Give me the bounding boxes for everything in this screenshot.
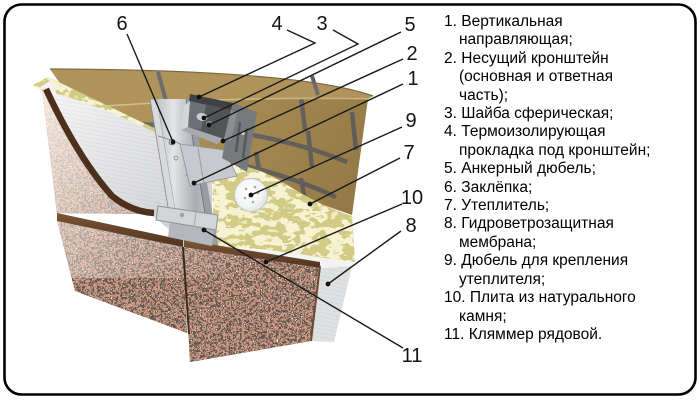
legend-text-10: Плита из натурального камня; bbox=[459, 289, 636, 325]
klyammer-clamp bbox=[155, 205, 219, 246]
callout-11: 11 bbox=[402, 345, 423, 367]
legend-text-9: Дюбель для крепления утеплителя; bbox=[459, 252, 629, 288]
callout-1: 1 bbox=[407, 68, 418, 90]
legend-num-11: 11. bbox=[444, 325, 465, 343]
legend-item-6: 6. Заклёпка; bbox=[444, 179, 696, 197]
callout-7: 7 bbox=[403, 142, 414, 164]
frame-border bbox=[3, 3, 697, 396]
legend-num-8: 8. bbox=[444, 215, 457, 233]
leader-lines bbox=[126, 29, 404, 349]
bracket-right-wall bbox=[224, 110, 237, 141]
legend-text-1: Вертикальная направляющая; bbox=[459, 13, 573, 49]
legend-text-7: Утеплитель; bbox=[461, 197, 550, 215]
legend-text-5: Анкерный дюбель; bbox=[461, 160, 596, 178]
legend-item-3: 3. Шайба сферическая; bbox=[444, 105, 696, 123]
legend-num-10: 10. bbox=[444, 289, 466, 307]
legend-text-8: Гидроветрозащитная мембрана; bbox=[459, 215, 614, 251]
legend-num-5: 5. bbox=[444, 160, 457, 178]
legend-item-8: 8. Гидроветрозащитная мембрана; bbox=[444, 215, 696, 252]
legend-item-5: 5. Анкерный дюбель; bbox=[444, 160, 696, 178]
legend-item-9: 9. Дюбель для крепления утеплителя; bbox=[444, 252, 696, 289]
legend-num-6: 6. bbox=[444, 178, 457, 196]
legend-num-2: 2. bbox=[444, 49, 457, 67]
leader-line-7 bbox=[309, 157, 401, 205]
membrane-band-right-texture bbox=[311, 266, 352, 342]
legend-num-1: 1. bbox=[444, 13, 457, 30]
legend-text-6: Заклёпка; bbox=[461, 178, 533, 196]
legend-item-1: 1. Вертикальная направляющая; bbox=[444, 13, 696, 50]
legend-item-2: 2. Несущий кронштейн (основная и ответна… bbox=[444, 50, 696, 105]
legend-num-3: 3. bbox=[444, 105, 457, 123]
rivet-2 bbox=[173, 155, 179, 161]
granite-panel-joint bbox=[182, 246, 190, 335]
bracket-bottom-wall bbox=[181, 127, 224, 144]
leader-line-8 bbox=[327, 230, 402, 285]
leader-line-2 bbox=[222, 58, 404, 142]
legend-item-7: 7. Утеплитель; bbox=[444, 197, 696, 215]
granite-curl-edge bbox=[43, 87, 155, 217]
dowel-pins bbox=[243, 185, 260, 204]
legend-text-3: Шайба сферическая; bbox=[461, 105, 614, 123]
callout-2: 2 bbox=[406, 43, 417, 65]
granite-right-side-edge bbox=[310, 265, 321, 342]
leader-line-5 bbox=[208, 31, 402, 126]
legend-text-4: Термоизолирующая прокладка под кронштейн… bbox=[459, 123, 651, 159]
legend: 1. Вертикальная направляющая; 2. Несущий… bbox=[444, 13, 696, 344]
legend-num-4: 4. bbox=[444, 123, 457, 141]
granite-right-top-edge bbox=[184, 240, 320, 268]
leader-line-1 bbox=[193, 83, 404, 184]
leader-line-6 bbox=[126, 33, 174, 143]
callout-10: 10 bbox=[401, 187, 423, 209]
legend-item-4: 4. Термоизолирующая прокладка под кроншт… bbox=[444, 123, 696, 160]
leader-line-4 bbox=[198, 29, 317, 98]
leader-line-10 bbox=[265, 203, 403, 263]
callout-8: 8 bbox=[405, 215, 416, 237]
leader-line-3 bbox=[203, 29, 360, 119]
legend-text-2: Несущий кронштейн (основная и ответная ч… bbox=[459, 49, 614, 104]
legend-num-7: 7. bbox=[444, 197, 457, 215]
callout-5: 5 bbox=[404, 14, 415, 36]
callout-3: 3 bbox=[316, 13, 327, 35]
leader-line-9 bbox=[250, 126, 403, 196]
callout-6: 6 bbox=[116, 13, 127, 35]
leader-line-11 bbox=[203, 229, 404, 349]
legend-item-10: 10. Плита из натурального камня; bbox=[444, 289, 696, 326]
klyammer-plate bbox=[155, 205, 219, 231]
granite-left-top-edge bbox=[57, 213, 183, 247]
bracket-left-wall bbox=[181, 101, 190, 130]
klyammer-screw bbox=[179, 212, 185, 218]
callout-4: 4 bbox=[271, 13, 282, 35]
membrane-band-right-shading bbox=[311, 266, 352, 342]
leader-dots bbox=[170, 94, 331, 287]
legend-text-11: Кляммер рядовой. bbox=[468, 325, 603, 343]
callout-9: 9 bbox=[405, 110, 416, 132]
callout-labels: 1 2 3 4 5 6 7 8 9 10 11 bbox=[116, 13, 423, 367]
legend-num-9: 9. bbox=[444, 252, 457, 270]
legend-item-11: 11. Кляммер рядовой. bbox=[444, 326, 696, 344]
